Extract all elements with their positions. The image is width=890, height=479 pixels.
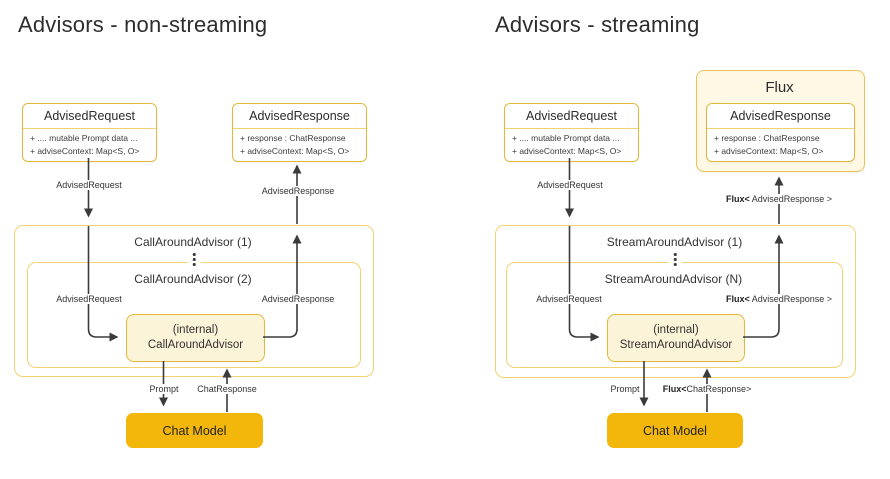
flux-chat-response-label: Flux<ChatResponse> [660, 384, 754, 394]
ellipsis-dots [187, 251, 201, 268]
attr-line: + response : ChatResponse [714, 133, 820, 143]
right-inner-request-label: AdvisedRequest [534, 294, 604, 304]
flux-bold: Flux< [725, 194, 750, 204]
left-advised-response-title: AdvisedResponse [233, 104, 366, 129]
left-chat-response-label: ChatResponse [195, 384, 259, 394]
left-diagram-title: Advisors - non-streaming [18, 12, 268, 37]
right-inner-advisor-label: StreamAroundAdvisor (N) [604, 272, 743, 286]
right-prompt-label: Prompt [608, 384, 642, 394]
attr-line: + adviseContext: Map<S, O> [30, 145, 140, 156]
ellipsis-dots [668, 251, 682, 268]
right-advised-request-attrs: + .... mutable Prompt data ... + adviseC… [505, 129, 638, 161]
left-advised-request-box: AdvisedRequest + .... mutable Prompt dat… [22, 103, 157, 162]
right-chat-model-box: Chat Model [607, 413, 743, 448]
left-outer-advisor-box [14, 225, 374, 377]
left-prompt-label: Prompt [147, 384, 181, 394]
left-response-arrow-label: AdvisedResponse [259, 186, 337, 196]
left-outer-advisor-label: CallAroundAdvisor (1) [134, 235, 252, 249]
right-advised-response-title: AdvisedResponse [707, 104, 854, 129]
right-diagram-title: Advisors - streaming [495, 12, 700, 37]
left-inner-response-label: AdvisedResponse [259, 294, 337, 304]
right-request-arrow-label: AdvisedRequest [535, 180, 605, 190]
attr-line: + response : ChatResponse [240, 133, 346, 143]
internal-line: StreamAroundAdvisor [619, 339, 733, 351]
attr-line: + adviseContext: Map<S, O> [240, 145, 350, 156]
attr-line: + .... mutable Prompt data ... [30, 133, 138, 143]
right-advised-request-box: AdvisedRequest + .... mutable Prompt dat… [504, 103, 639, 162]
flux-bold: Flux< [725, 294, 750, 304]
right-advised-response-attrs: + response : ChatResponse + adviseContex… [707, 129, 854, 161]
flux-bold: Flux< [662, 384, 687, 394]
right-internal-advisor-box: (internal) StreamAroundAdvisor [607, 314, 745, 362]
attr-line: + adviseContext: Map<S, O> [512, 145, 622, 156]
left-inner-advisor-label: CallAroundAdvisor (2) [134, 272, 252, 286]
left-advised-response-box: AdvisedResponse + response : ChatRespons… [232, 103, 367, 162]
attr-line: + adviseContext: Map<S, O> [714, 145, 824, 156]
right-outer-advisor-box [495, 225, 856, 378]
internal-line: (internal) [172, 323, 219, 336]
internal-line: CallAroundAdvisor [147, 339, 244, 351]
chat-model-label: Chat Model [643, 423, 707, 438]
right-advised-response-box: AdvisedResponse + response : ChatRespons… [706, 103, 855, 162]
internal-line: (internal) [653, 323, 699, 336]
left-advised-request-attrs: + .... mutable Prompt data ... + adviseC… [23, 129, 156, 161]
flux-response-arrow-label: Flux< AdvisedResponse > [723, 194, 835, 204]
chat-model-label: Chat Model [162, 423, 227, 438]
left-advised-request-title: AdvisedRequest [23, 104, 156, 129]
attr-line: + .... mutable Prompt data ... [512, 133, 620, 143]
left-internal-advisor-box: (internal) CallAroundAdvisor [126, 314, 265, 362]
left-advised-response-attrs: + response : ChatResponse + adviseContex… [233, 129, 366, 161]
flux-title: Flux [765, 79, 794, 96]
left-request-arrow-label: AdvisedRequest [54, 180, 124, 190]
flux-inner-response-label: Flux< AdvisedResponse > [723, 294, 835, 304]
right-advised-request-title: AdvisedRequest [505, 104, 638, 129]
left-inner-request-label: AdvisedRequest [54, 294, 124, 304]
right-outer-advisor-label: StreamAroundAdvisor (1) [606, 235, 743, 249]
left-chat-model-box: Chat Model [126, 413, 263, 448]
